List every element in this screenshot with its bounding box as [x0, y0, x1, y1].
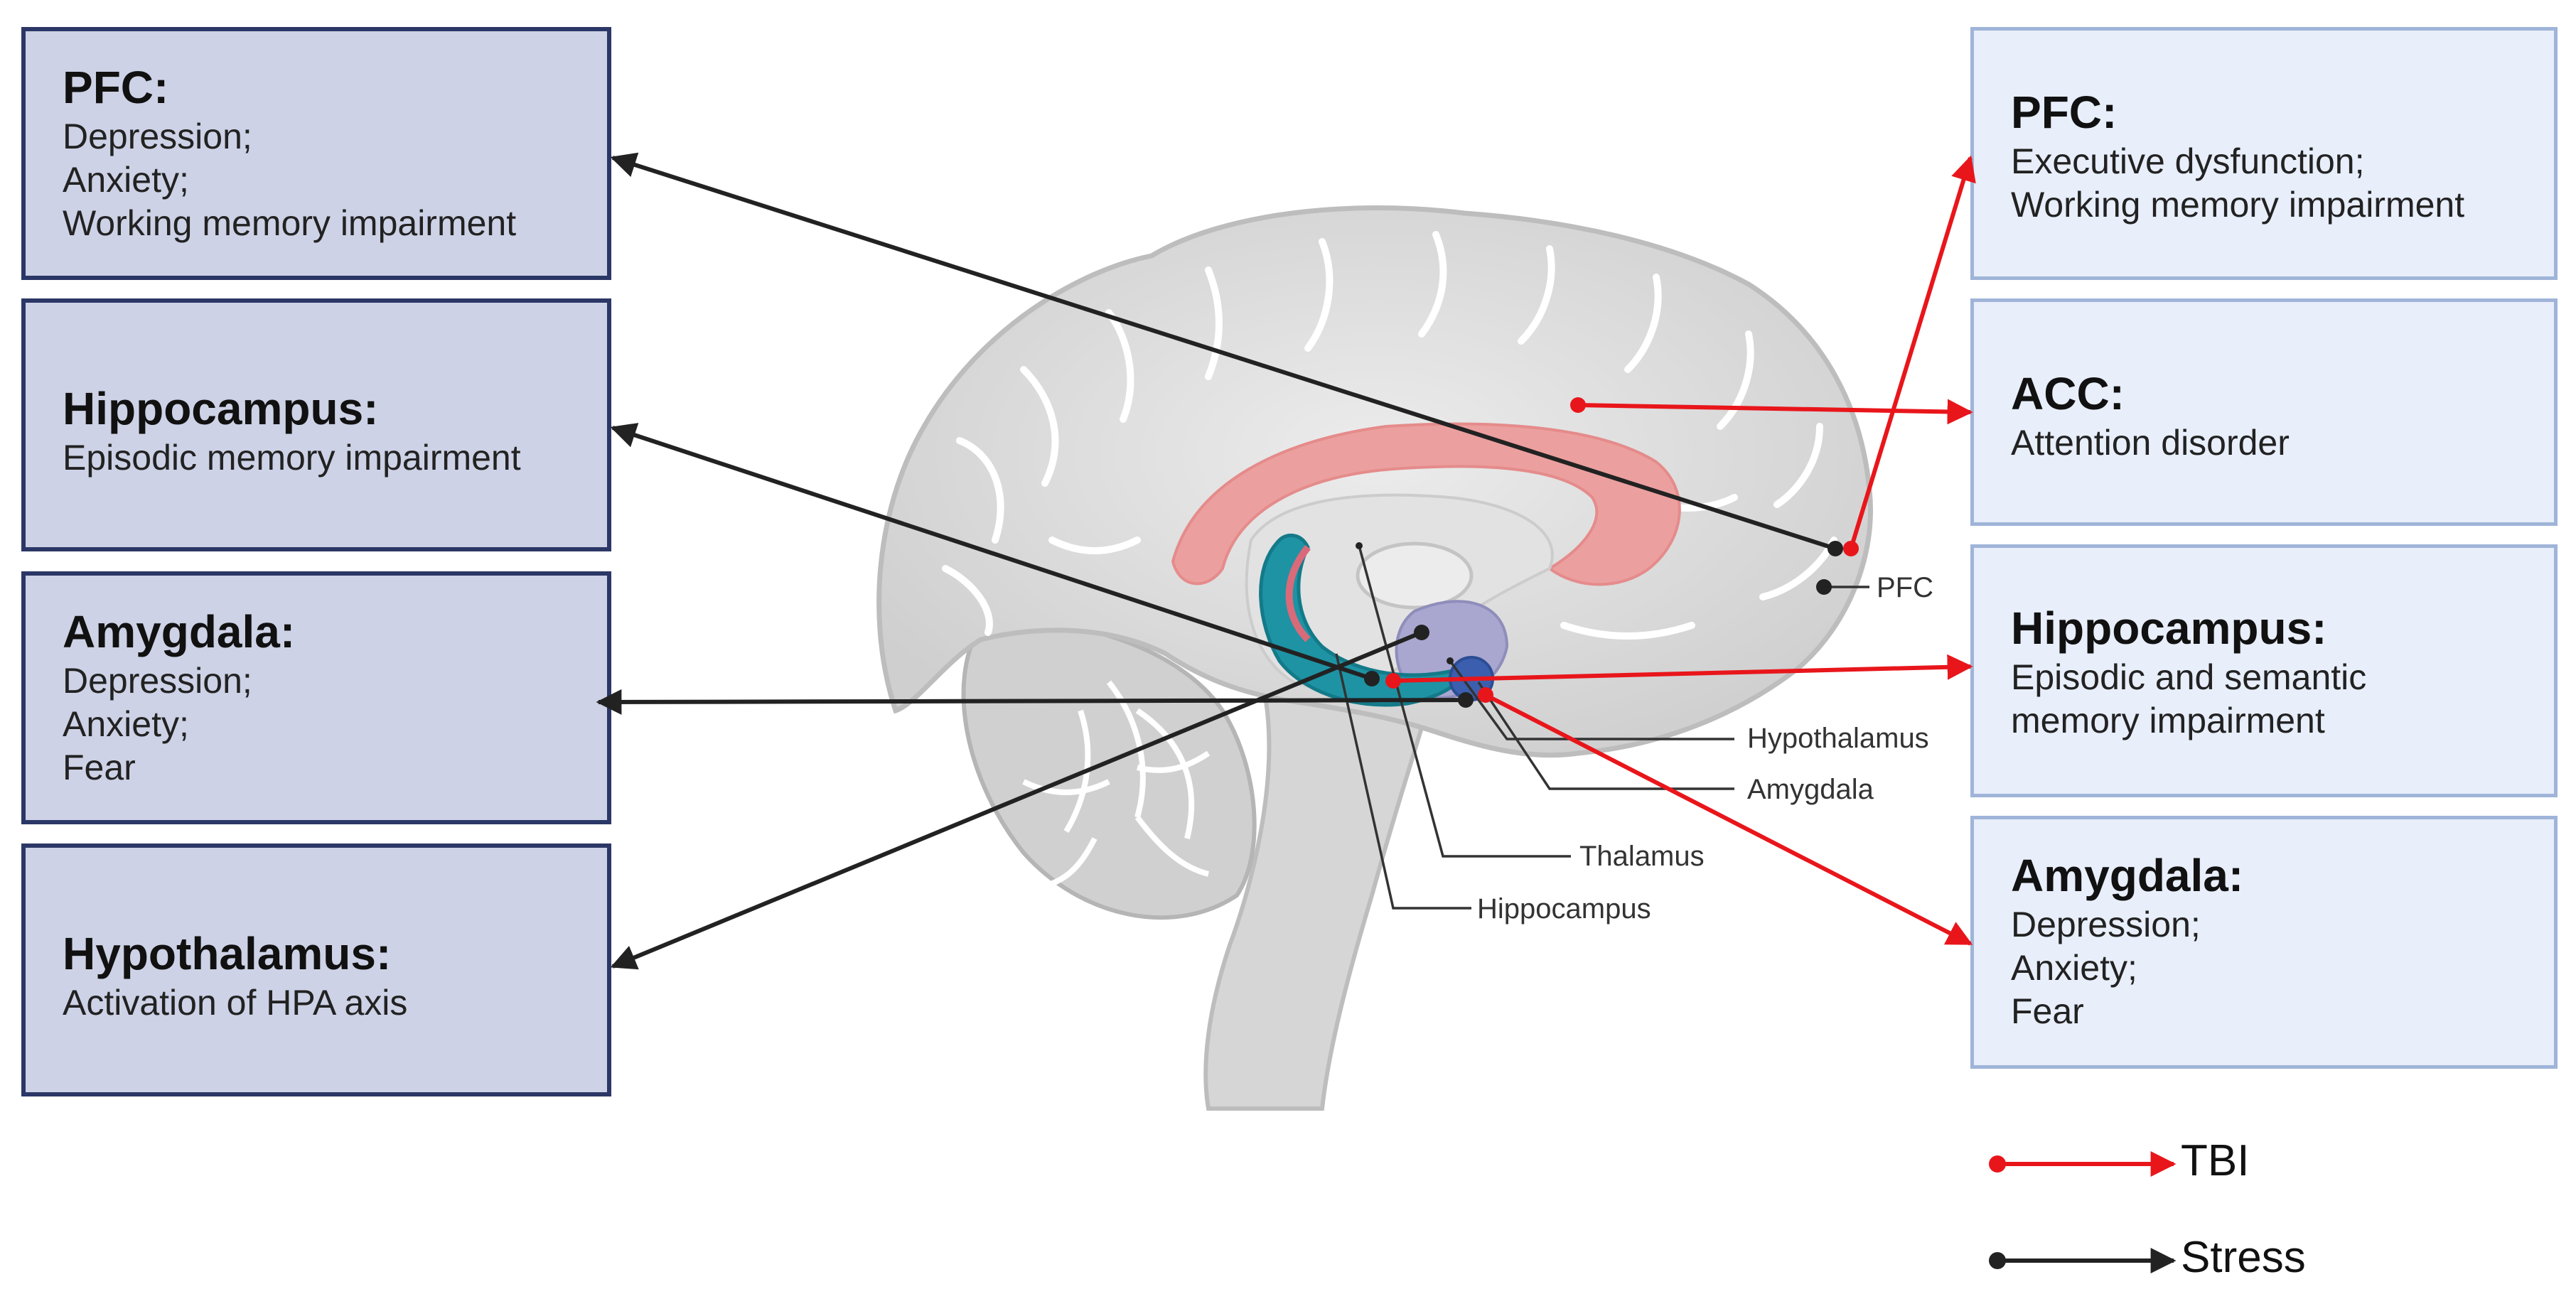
right-box-line: Anxiety; — [2011, 948, 2137, 988]
right-box-line: Fear — [2011, 991, 2084, 1031]
stress-arrows — [596, 152, 1843, 970]
tbi-origin-amygdala — [1478, 687, 1493, 703]
tbi-origin-pfc — [1843, 541, 1859, 556]
legend-tbi-dot — [1989, 1155, 2006, 1173]
right-box-amygdala: Amygdala: Depression; Anxiety; Fear — [1970, 816, 2558, 1069]
cerebellum-shape — [961, 620, 1257, 920]
left-box-line: Activation of HPA axis — [63, 983, 408, 1023]
tbi-arrow-pfc — [1849, 155, 1976, 549]
left-box-line: Depression; — [63, 661, 252, 701]
thalamus-shape — [1356, 541, 1474, 610]
label-thalamus: Thalamus — [1579, 841, 1705, 872]
stress-arrow-amygdala — [596, 689, 1466, 715]
legend-symbols — [1989, 1151, 2177, 1273]
hippocampus-fornix — [1285, 544, 1311, 642]
right-box-title: Amygdala: — [2011, 850, 2244, 901]
right-box-hippocampus: Hippocampus: Episodic and semantic memor… — [1970, 544, 2558, 797]
stress-arrow-hippocampus — [610, 423, 1373, 681]
left-box-title: PFC: — [63, 62, 169, 113]
left-box-line: Anxiety; — [63, 704, 189, 744]
stress-origin-amygdala — [1458, 692, 1474, 708]
tbi-origin-acc — [1570, 397, 1586, 413]
tbi-arrow-hippocampus — [1392, 654, 1973, 683]
tbi-arrow-acc — [1577, 399, 1973, 425]
left-box-title: Hippocampus: — [63, 383, 379, 434]
left-box-line: Episodic memory impairment — [63, 438, 521, 478]
right-box-title: Hippocampus: — [2011, 603, 2327, 654]
stress-arrow-pfc — [610, 152, 1836, 551]
stress-origin-pfc — [1828, 541, 1843, 556]
cerebrum-sulci — [942, 231, 1837, 640]
left-box-line: Fear — [63, 748, 136, 787]
right-box-line: Executive dysfunction; — [2011, 141, 2365, 181]
left-box-hippocampus: Hippocampus: Episodic memory impairment — [21, 298, 611, 551]
tbi-origin-hippocampus — [1385, 673, 1401, 689]
label-pfc: PFC — [1877, 572, 1933, 603]
corpus-callosum — [1171, 422, 1681, 586]
stress-origin-hippocampus — [1364, 671, 1380, 686]
right-box-line: Working memory impairment — [2011, 185, 2465, 225]
right-box-title: PFC: — [2011, 87, 2118, 138]
left-box-title: Amygdala: — [63, 606, 296, 657]
right-box-title: ACC: — [2011, 368, 2125, 419]
left-box-pfc: PFC: Depression; Anxiety; Working memory… — [21, 27, 611, 280]
label-amygdala: Amygdala — [1747, 774, 1874, 805]
right-box-line: memory impairment — [2011, 701, 2325, 740]
stress-origin-pfc-label — [1816, 579, 1832, 595]
right-box-line: Depression; — [2011, 905, 2201, 944]
right-box-line: Attention disorder — [2011, 423, 2290, 463]
legend-stress-dot — [1989, 1252, 2006, 1269]
stress-origin-hypothalamus — [1414, 625, 1429, 640]
right-box-pfc: PFC: Executive dysfunction; Working memo… — [1970, 27, 2558, 280]
left-box-line: Anxiety; — [63, 160, 189, 200]
left-box-hypothalamus: Hypothalamus: Activation of HPA axis — [21, 843, 611, 1096]
right-box-line: Episodic and semantic — [2011, 657, 2367, 697]
left-box-line: Depression; — [63, 117, 252, 156]
label-hypothalamus: Hypothalamus — [1747, 723, 1929, 754]
right-box-acc: ACC: Attention disorder — [1970, 298, 2558, 526]
stress-arrow-hypothalamus — [610, 630, 1423, 970]
brainstem-shape — [1203, 694, 1432, 1111]
left-box-line: Working memory impairment — [63, 203, 517, 243]
legend-stress-label: Stress — [2181, 1233, 2306, 1282]
legend-tbi-label: TBI — [2181, 1136, 2250, 1185]
label-hippocampus: Hippocampus — [1477, 893, 1651, 925]
left-box-amygdala: Amygdala: Depression; Anxiety; Fear — [21, 571, 611, 824]
tbi-arrow-amygdala — [1484, 693, 1973, 946]
cerebellum-folia — [1022, 680, 1211, 891]
tbi-arrows — [1385, 155, 1976, 946]
anatomy-dots — [1356, 542, 1454, 664]
left-box-title: Hypothalamus: — [63, 928, 392, 979]
